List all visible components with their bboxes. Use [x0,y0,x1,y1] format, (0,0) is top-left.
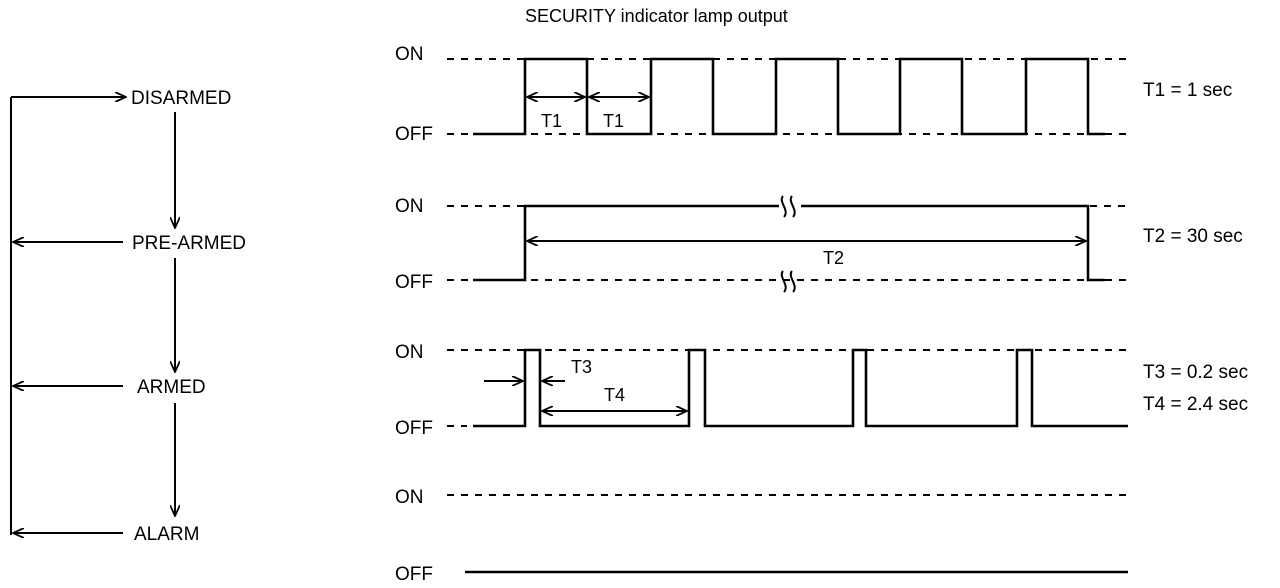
waveform-pre-armed: ON OFF T2 T2 = 30 sec [395,195,1243,293]
state-flow: DISARMED PRE-ARMED ARMED ALARM [10,88,246,545]
on-label: ON [395,342,424,363]
t4-label: T4 [604,385,625,405]
on-label: ON [395,196,424,217]
t4-value: T4 = 2.4 sec [1143,394,1248,415]
off-label: OFF [395,124,433,145]
waveform-alarm: ON OFF [395,487,1128,585]
t2-label: T2 [823,248,844,268]
diagram-title: SECURITY indicator lamp output [525,6,788,26]
signal-trace-disarmed [473,57,1105,136]
state-pre-armed: PRE-ARMED [132,233,246,254]
t3-value: T3 = 0.2 sec [1143,362,1248,383]
state-armed: ARMED [137,377,206,398]
t1-label-second: T1 [603,111,624,131]
t3-label: T3 [571,357,592,377]
off-label: OFF [395,564,433,585]
off-label: OFF [395,272,433,293]
state-disarmed: DISARMED [131,88,231,109]
on-label: ON [395,44,424,65]
break-mark-on [780,195,796,218]
break-mark-off [780,270,796,293]
waveform-disarmed: ON OFF T1 T1 T1 = 1 sec [395,44,1232,145]
t2-value: T2 = 30 sec [1143,226,1243,247]
signal-trace-pre-armed-cont [801,204,1105,282]
t1-value: T1 = 1 sec [1143,80,1232,101]
on-label: ON [395,487,424,508]
signal-trace-pre-armed [473,204,779,282]
off-label: OFF [395,418,433,439]
signal-trace-armed [473,348,1128,428]
waveform-armed: ON OFF T3 T4 T3 = 0.2 sec T4 = 2.4 sec [395,342,1248,439]
t1-label: T1 [541,111,562,131]
state-alarm: ALARM [134,524,199,545]
